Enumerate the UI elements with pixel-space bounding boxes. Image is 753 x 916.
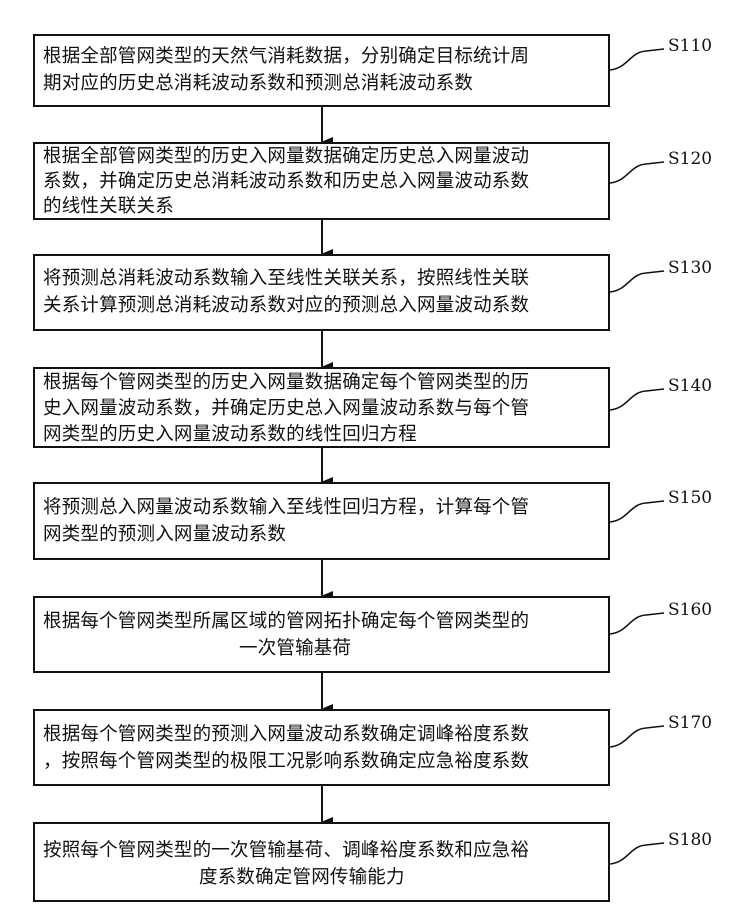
step-line: 系数，并确定历史总消耗波动系数和历史总入网量波动系数 xyxy=(43,171,529,192)
step-text-s110: 根据全部管网类型的天然气消耗数据，分别确定目标统计周 期对应的历史总消耗波动系数… xyxy=(43,43,602,97)
step-line: 根据全部管网类型的天然气消耗数据，分别确定目标统计周 xyxy=(43,46,529,67)
step-line: 根据每个管网类型的预测入网量波动系数确定调峰裕度系数 xyxy=(43,724,529,745)
step-label-s150: S150 xyxy=(668,488,712,508)
step-line: 将预测总入网量波动系数输入至线性回归方程，计算每个管 xyxy=(43,497,529,518)
step-box-s130: 将预测总消耗波动系数输入至线性关联关系，按照线性关联 关系计算预测总消耗波动系数… xyxy=(33,254,610,331)
step-line: 史入网量波动系数，并确定历史总入网量波动系数与每个管 xyxy=(43,398,529,419)
label-leader xyxy=(610,49,664,70)
step-line: 根据每个管网类型的历史入网量数据确定每个管网类型的历 xyxy=(43,372,529,393)
step-box-s110: 根据全部管网类型的天然气消耗数据，分别确定目标统计周 期对应的历史总消耗波动系数… xyxy=(33,34,610,107)
step-label-s160: S160 xyxy=(668,600,712,620)
step-line: 将预测总消耗波动系数输入至线性关联关系，按照线性关联 xyxy=(43,268,529,289)
step-box-s150: 将预测总入网量波动系数输入至线性回归方程，计算每个管 网类型的预测入网量波动系数 xyxy=(33,482,610,560)
label-leader xyxy=(610,162,664,183)
step-box-s120: 根据全部管网类型的历史入网量数据确定历史总入网量波动 系数，并确定历史总消耗波动… xyxy=(33,142,610,220)
step-box-s140: 根据每个管网类型的历史入网量数据确定每个管网类型的历 史入网量波动系数，并确定历… xyxy=(33,367,610,448)
step-text-s140: 根据每个管网类型的历史入网量数据确定每个管网类型的历 史入网量波动系数，并确定历… xyxy=(43,370,602,448)
label-leader xyxy=(610,501,664,522)
step-label-s120: S120 xyxy=(668,149,712,169)
label-leader xyxy=(610,843,664,864)
label-leader xyxy=(610,389,664,410)
step-line: 网类型的预测入网量波动系数 xyxy=(43,524,286,545)
step-label-s130: S130 xyxy=(668,258,712,278)
label-leader xyxy=(610,726,664,747)
step-text-s130: 将预测总消耗波动系数输入至线性关联关系，按照线性关联 关系计算预测总消耗波动系数… xyxy=(43,265,602,319)
step-line: 按照每个管网类型的一次管输基荷、调峰裕度系数和应急裕 xyxy=(43,840,529,861)
step-box-s180: 按照每个管网类型的一次管输基荷、调峰裕度系数和应急裕 度系数确定管网传输能力 xyxy=(33,822,610,902)
label-leader xyxy=(610,613,664,634)
step-text-s120: 根据全部管网类型的历史入网量数据确定历史总入网量波动 系数，并确定历史总消耗波动… xyxy=(43,144,602,219)
step-line: 根据每个管网类型所属区域的管网拓扑确定每个管网类型的 xyxy=(43,611,529,632)
step-line: 网类型的历史入网量波动系数的线性回归方程 xyxy=(43,424,417,445)
step-label-s180: S180 xyxy=(668,830,712,850)
label-leader xyxy=(610,271,664,292)
step-line: ，按照每个管网类型的极限工况影响系数确定应急裕度系数 xyxy=(43,751,529,772)
step-label-s170: S170 xyxy=(668,713,712,733)
step-text-s160: 根据每个管网类型所属区域的管网拓扑确定每个管网类型的 一次管输基荷 xyxy=(43,608,602,662)
step-box-s160: 根据每个管网类型所属区域的管网拓扑确定每个管网类型的 一次管输基荷 xyxy=(33,596,610,673)
step-line: 的线性关联关系 xyxy=(43,196,174,217)
step-line: 根据全部管网类型的历史入网量数据确定历史总入网量波动 xyxy=(43,146,529,167)
step-text-s150: 将预测总入网量波动系数输入至线性回归方程，计算每个管 网类型的预测入网量波动系数 xyxy=(43,494,602,548)
step-label-s140: S140 xyxy=(668,376,712,396)
step-line: 一次管输基荷 xyxy=(43,638,351,659)
step-line: 期对应的历史总消耗波动系数和预测总消耗波动系数 xyxy=(43,73,473,94)
step-text-s170: 根据每个管网类型的预测入网量波动系数确定调峰裕度系数 ，按照每个管网类型的极限工… xyxy=(43,721,602,775)
step-box-s170: 根据每个管网类型的预测入网量波动系数确定调峰裕度系数 ，按照每个管网类型的极限工… xyxy=(33,709,610,786)
step-line: 度系数确定管网传输能力 xyxy=(43,867,405,888)
step-label-s110: S110 xyxy=(668,36,712,56)
step-text-s180: 按照每个管网类型的一次管输基荷、调峰裕度系数和应急裕 度系数确定管网传输能力 xyxy=(43,837,602,891)
label-leader-group xyxy=(610,49,664,864)
step-line: 关系计算预测总消耗波动系数对应的预测总入网量波动系数 xyxy=(43,295,529,316)
